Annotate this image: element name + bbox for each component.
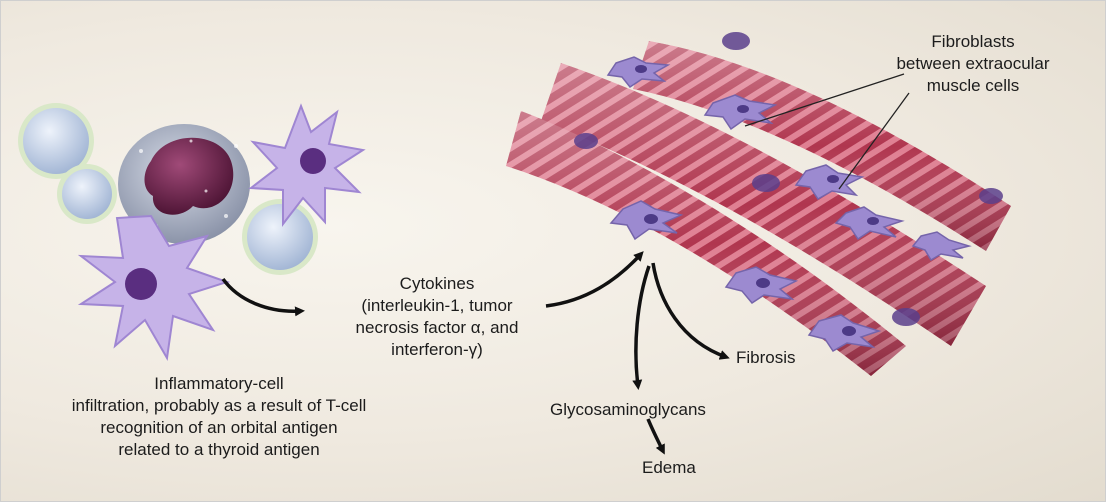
lymphocyte <box>18 103 94 179</box>
muscle-fiber <box>633 41 1011 251</box>
cytokines-label-line: Cytokines <box>399 274 475 293</box>
cytokines-label-line: interferon-γ) <box>391 340 483 359</box>
infiltration-label: Inflammatory-cell infiltration, probably… <box>3 373 435 461</box>
arrow-to-fibrosis <box>651 262 730 360</box>
lymphocyte <box>57 164 117 224</box>
infiltration-label-line: recognition of an orbital antigen <box>100 418 338 437</box>
infiltration-label-line: Inflammatory-cell <box>154 374 284 393</box>
fibroblasts-label-line: Fibroblasts <box>931 32 1015 51</box>
muscle-fiber <box>541 63 986 346</box>
arrow-to-glycosaminoglycans <box>632 265 651 390</box>
arrow-to-cytokines <box>221 277 305 317</box>
muscle-nucleus <box>574 32 1003 326</box>
cytokines-label-line: (interleukin-1, tumor <box>361 296 513 315</box>
arrow-to-edema <box>646 418 665 455</box>
cytokines-label: Cytokines (interleukin-1, tumor necrosis… <box>319 273 555 361</box>
leader-lines <box>744 73 910 190</box>
fibroblasts-label-line: between extraocular <box>896 54 1050 73</box>
dendritic-cell <box>248 103 366 227</box>
edema-label: Edema <box>642 458 696 477</box>
flow-arrows <box>221 251 730 455</box>
macrophage <box>118 124 250 244</box>
arrow-to-fibroblasts <box>545 251 644 308</box>
fibroblast-nucleus <box>635 65 879 336</box>
cytokines-label-line: necrosis factor α, and <box>355 318 519 337</box>
fibroblasts-label-line: muscle cells <box>926 76 1020 95</box>
fibrosis-label: Fibrosis <box>736 348 796 367</box>
fibroblasts-label: Fibroblasts between extraocular muscle c… <box>863 31 1083 97</box>
infiltration-label-line: infiltration, probably as a result of T-… <box>71 396 367 415</box>
glycosaminoglycans-label: Glycosaminoglycans <box>550 400 706 419</box>
dendritic-cell <box>77 214 231 362</box>
infiltration-label-line: related to a thyroid antigen <box>118 440 320 459</box>
muscle-fiber <box>506 111 906 376</box>
lymphocyte <box>242 199 318 275</box>
